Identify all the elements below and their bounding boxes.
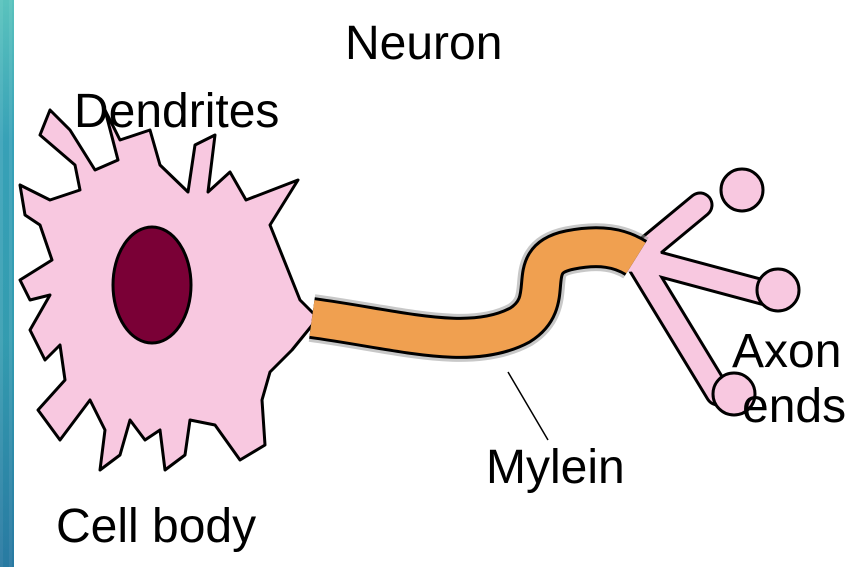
diagram-title: Neuron bbox=[345, 20, 502, 68]
cell-body bbox=[20, 110, 318, 470]
label-mylein: Mylein bbox=[486, 444, 625, 492]
nucleus bbox=[113, 227, 191, 343]
myelin-axon bbox=[312, 247, 636, 338]
axon-terminal-bulb bbox=[757, 269, 799, 311]
axon-terminals bbox=[618, 169, 799, 415]
label-axon: Axon bbox=[732, 328, 841, 376]
label-dendrites: Dendrites bbox=[74, 88, 279, 136]
axon-terminal-bulb bbox=[721, 169, 763, 211]
label-cell-body: Cell body bbox=[56, 503, 256, 551]
mylein-pointer-line bbox=[508, 372, 548, 440]
label-ends: ends bbox=[742, 383, 846, 431]
